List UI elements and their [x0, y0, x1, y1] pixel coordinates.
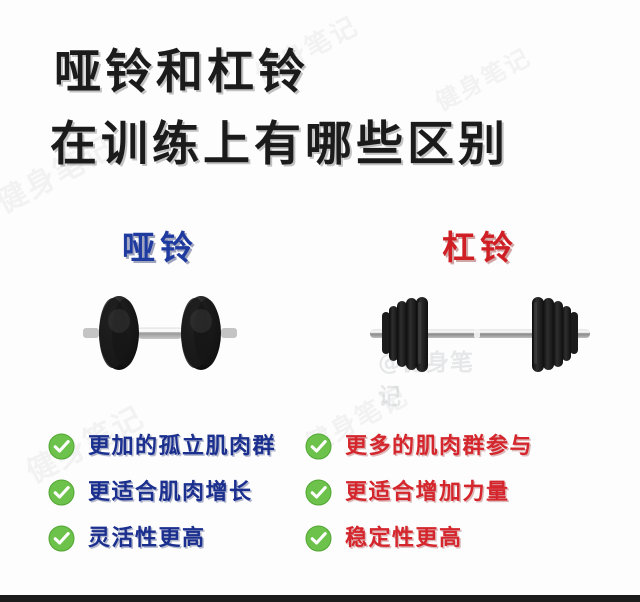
check-circle-icon	[305, 433, 332, 460]
feature-label: 灵活性更高	[88, 526, 206, 551]
column-heading-dumbbell: 哑铃	[122, 228, 198, 267]
column-heading-barbell: 杠铃	[442, 228, 518, 267]
feature-label: 稳定性更高	[345, 526, 463, 551]
list-item: 更适合肌肉增长	[48, 470, 348, 515]
feature-label: 更适合肌肉增长	[88, 480, 253, 505]
list-item: 稳定性更高	[305, 516, 625, 561]
list-item: 更多的肌肉群参与	[305, 424, 625, 469]
dumbbell-icon	[83, 296, 237, 370]
barbell-illustration	[320, 284, 640, 394]
feature-list-dumbbell: 更加的孤立肌肉群 更适合肌肉增长	[48, 424, 348, 562]
column-barbell: 杠铃	[320, 228, 640, 394]
list-item: 更加的孤立肌肉群	[48, 424, 348, 469]
comparison-columns: 哑铃	[0, 228, 640, 408]
check-circle-icon	[48, 479, 75, 506]
feature-label: 更适合增加力量	[345, 480, 510, 505]
check-circle-icon	[48, 433, 75, 460]
feature-label: 更加的孤立肌肉群	[88, 434, 277, 459]
feature-list-barbell: 更多的肌肉群参与 更适合增加力量	[305, 424, 625, 562]
bottom-bar	[0, 595, 640, 602]
list-item: 灵活性更高	[48, 516, 348, 561]
barbell-icon	[370, 297, 590, 372]
dumbbell-illustration	[0, 284, 320, 394]
title-line-2: 在训练上有哪些区别	[50, 117, 509, 172]
feature-label: 更多的肌肉群参与	[345, 434, 534, 459]
column-dumbbell: 哑铃	[0, 228, 320, 394]
check-circle-icon	[305, 525, 332, 552]
title-line-1: 哑铃和杠铃	[54, 45, 309, 100]
check-circle-icon	[48, 525, 75, 552]
check-circle-icon	[305, 479, 332, 506]
list-item: 更适合增加力量	[305, 470, 625, 515]
page-title: 哑铃和杠铃 在训练上有哪些区别	[0, 44, 640, 174]
